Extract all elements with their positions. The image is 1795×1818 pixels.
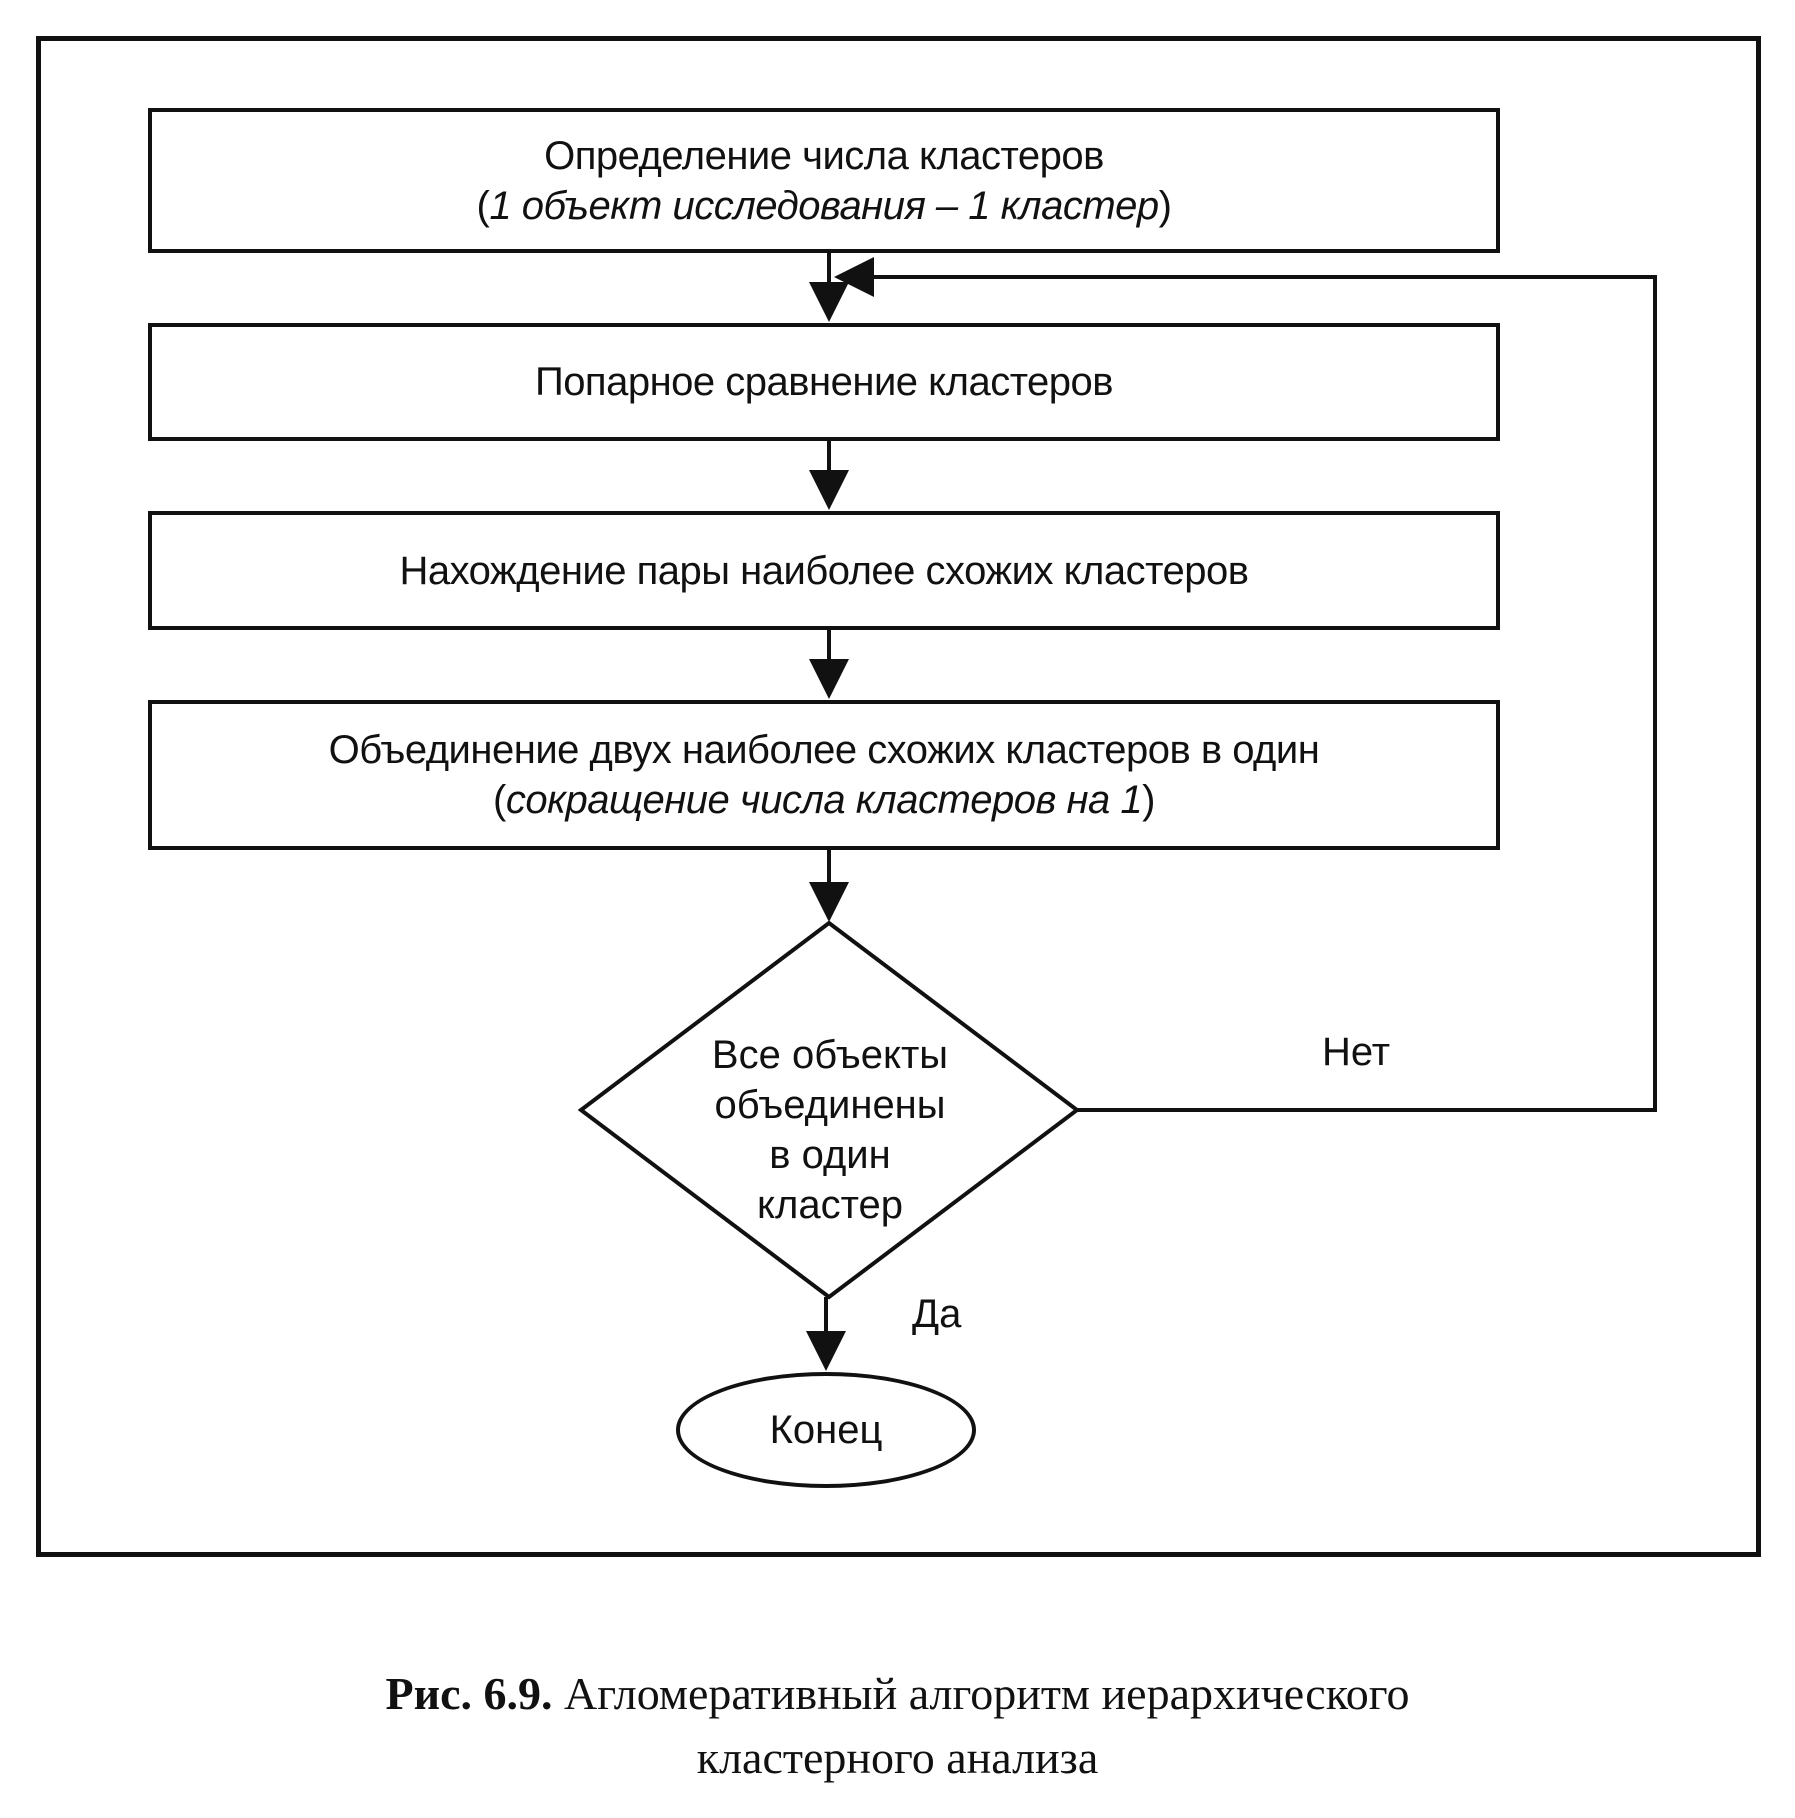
step-1-note: (1 объект исследования – 1 кластер) xyxy=(476,183,1172,228)
diagram-frame xyxy=(36,36,1761,1557)
caption-line-2: кластерного анализа xyxy=(696,1732,1099,1783)
step-4-title: Объединение двух наиболее схожих кластер… xyxy=(328,728,1320,772)
step-find-closest-pair: Нахождение пары наиболее схожих кластеро… xyxy=(148,511,1500,630)
step-pairwise-compare: Попарное сравнение кластеров xyxy=(148,323,1500,441)
decision-diamond xyxy=(577,920,1081,1300)
decision-text: Все объекты объединены в один кластер xyxy=(711,1033,949,1227)
step-1-title: Определение числа кластеров xyxy=(544,133,1104,178)
end-terminal: Конец xyxy=(676,1372,976,1488)
loop-back-no-path xyxy=(834,257,1657,1112)
step-merge-clusters: Объединение двух наиболее схожих кластер… xyxy=(148,700,1500,850)
step-2-title: Попарное сравнение кластеров xyxy=(534,360,1114,404)
step-4-note: (сокращение числа кластеров на 1) xyxy=(493,778,1155,822)
step-define-clusters: Определение числа кластеров (1 объект ис… xyxy=(148,108,1500,253)
yes-branch-label: Да xyxy=(912,1292,962,1336)
figure-caption: Рис. 6.9. Агломеративный алгоритм иерарх… xyxy=(0,1662,1795,1790)
step-3-title: Нахождение пары наиболее схожих кластеро… xyxy=(399,548,1250,593)
no-branch-label: Нет xyxy=(1322,1030,1391,1074)
caption-prefix: Рис. 6.9. xyxy=(385,1668,553,1719)
caption-line-1: Агломеративный алгоритм иерархического xyxy=(564,1668,1410,1719)
